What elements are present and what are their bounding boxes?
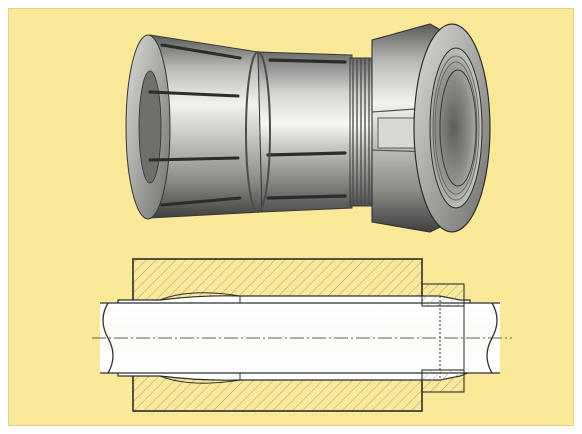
sectional-drawing	[92, 258, 512, 412]
collet-front-bore	[138, 70, 162, 184]
nut-bore	[429, 47, 483, 209]
nut-section	[421, 283, 465, 393]
collet-slits	[148, 43, 242, 207]
body-slots	[266, 58, 347, 200]
chuck-body	[257, 51, 353, 213]
rod-break-left	[102, 302, 114, 374]
collet-chuck-illustration	[125, 23, 491, 233]
groove-ring	[245, 51, 271, 213]
